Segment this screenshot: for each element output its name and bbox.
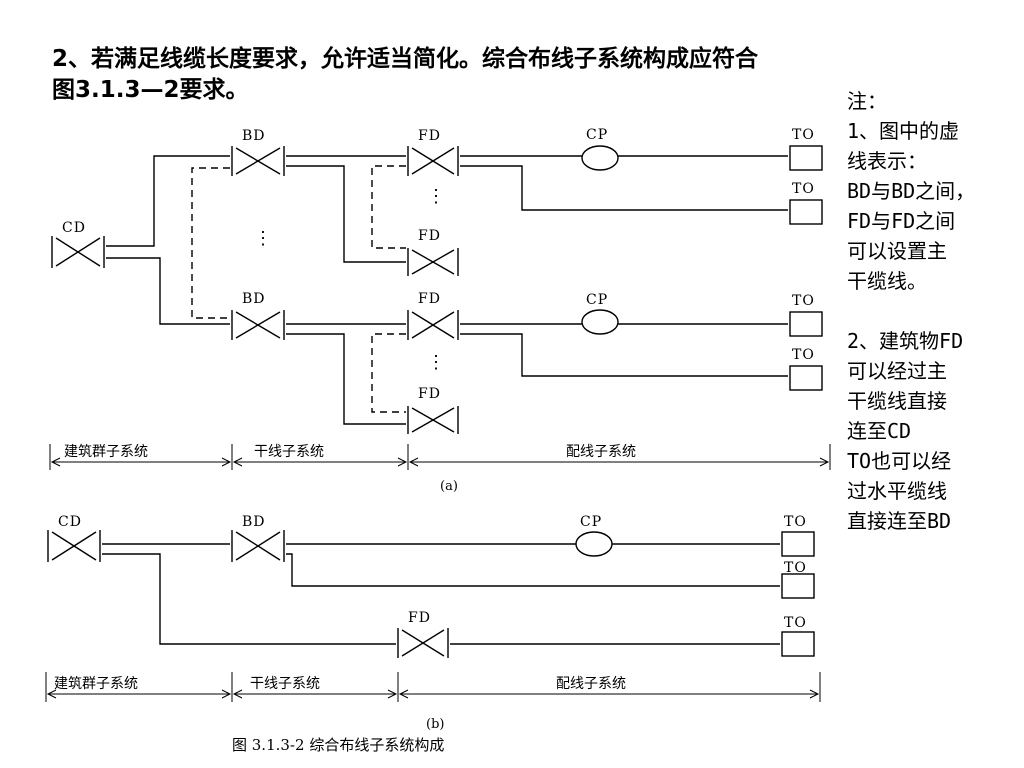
bd-label: BD xyxy=(242,291,266,307)
to-node: TO xyxy=(781,514,815,557)
to-label: TO xyxy=(792,127,815,143)
bd-node: BD xyxy=(231,514,285,562)
fd-node: FD xyxy=(407,228,459,276)
to-node: TO xyxy=(789,127,823,171)
cp-label: CP xyxy=(580,514,602,530)
fd-label: FD xyxy=(418,228,441,244)
bd-node: BD xyxy=(231,128,285,176)
bd-label: BD xyxy=(242,514,266,530)
to-label: TO xyxy=(792,293,815,309)
cd-label: CD xyxy=(58,514,82,530)
diagram-b: CD BD CP FD TO TO xyxy=(45,514,821,732)
vertical-ellipsis: ⋮ xyxy=(427,186,445,207)
diagram-a: CD BD BD ⋮ xyxy=(49,127,831,494)
section-label: 干线子系统 xyxy=(254,444,324,460)
subfigure-label: (a) xyxy=(440,479,458,494)
slide-heading: 2、若满足线缆长度要求，允许适当简化。综合布线子系统构成应符合 图3.1.3—2… xyxy=(52,44,952,106)
note-1-line: 线表示： xyxy=(847,149,927,173)
note-1-line: 可以设置主 xyxy=(847,239,947,263)
cd-node: CD xyxy=(51,220,105,268)
fd-node: FD xyxy=(407,386,459,434)
cd-label: CD xyxy=(62,220,86,236)
to-node: TO xyxy=(781,560,815,599)
note-2-line: 直接连至BD xyxy=(847,509,952,533)
fd-label: FD xyxy=(408,610,431,626)
section-ruler xyxy=(45,672,821,702)
section-label: 配线子系统 xyxy=(566,444,636,460)
section-label: 干线子系统 xyxy=(250,676,320,692)
note-2-line: 干缆线直接 xyxy=(847,389,947,413)
note-2-line: TO也可以经 xyxy=(847,449,952,473)
bd-label: BD xyxy=(242,128,266,144)
note-1-line: 干缆线。 xyxy=(847,269,927,293)
to-label: TO xyxy=(784,560,807,576)
note-2-line: 2、建筑物FD xyxy=(847,329,964,353)
note-1-line: 1、图中的虚 xyxy=(847,119,960,143)
note-1-line: BD与BD之间， xyxy=(847,179,976,203)
cp-node xyxy=(581,309,619,335)
heading-line-2: 图3.1.3—2要求。 xyxy=(52,77,249,103)
note-1-line: FD与FD之间 xyxy=(847,209,956,233)
to-label: TO xyxy=(792,347,815,363)
notes-panel: 注： 1、图中的虚 线表示： BD与BD之间， FD与FD之间 可以设置主 干缆… xyxy=(847,86,1019,536)
section-label: 建筑群子系统 xyxy=(54,676,138,692)
to-label: TO xyxy=(792,181,815,197)
vertical-ellipsis: ⋮ xyxy=(427,352,445,373)
subfigure-label: (b) xyxy=(426,717,444,732)
notes-title: 注： xyxy=(847,89,887,113)
heading-line-1: 2、若满足线缆长度要求，允许适当简化。综合布线子系统构成应符合 xyxy=(52,46,759,72)
section-label: 配线子系统 xyxy=(556,676,626,692)
note-2-line: 过水平缆线 xyxy=(847,479,947,503)
cd-node: CD xyxy=(47,514,101,562)
to-node: TO xyxy=(789,347,823,391)
cp-node xyxy=(575,531,613,557)
fd-label: FD xyxy=(418,386,441,402)
cp-label: CP xyxy=(586,127,608,143)
fd-node: FD xyxy=(407,128,459,176)
section-ruler xyxy=(49,444,831,470)
to-node: TO xyxy=(789,181,823,225)
to-node: TO xyxy=(789,293,823,337)
vertical-ellipsis: ⋮ xyxy=(254,228,272,249)
fd-label: FD xyxy=(418,291,441,307)
note-2-line: 可以经过主 xyxy=(847,359,947,383)
cp-node xyxy=(581,145,619,171)
bd-node: BD xyxy=(231,291,285,340)
fd-label: FD xyxy=(418,128,441,144)
note-2-line: 连至CD xyxy=(847,419,912,443)
fd-node: FD xyxy=(397,610,449,658)
cp-label: CP xyxy=(586,292,608,308)
section-label: 建筑群子系统 xyxy=(64,444,148,460)
to-node: TO xyxy=(781,615,815,657)
fd-node: FD xyxy=(407,291,459,340)
figure-caption: 图 3.1.3-2 综合布线子系统构成 xyxy=(232,736,444,754)
to-label: TO xyxy=(784,615,807,631)
to-label: TO xyxy=(784,514,807,530)
